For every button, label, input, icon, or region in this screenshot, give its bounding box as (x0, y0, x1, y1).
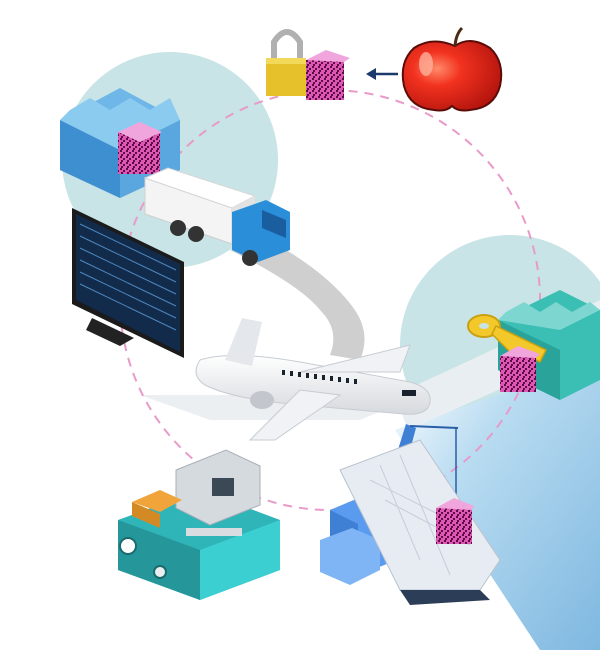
cargo-ship-icon (339, 439, 501, 605)
padlock-icon (266, 29, 306, 96)
water-channel (395, 360, 600, 650)
truck-icon (143, 167, 290, 266)
left-arrow-icon (366, 68, 398, 80)
factory-machine-icon (118, 449, 280, 600)
warehouse-origin-icon (60, 88, 180, 198)
product-cube-icon (306, 50, 350, 100)
road (230, 236, 365, 360)
destination-cube-icon (500, 346, 540, 392)
monitor-icon (72, 208, 184, 358)
apple-icon (401, 26, 503, 112)
airplane-icon (195, 318, 431, 441)
